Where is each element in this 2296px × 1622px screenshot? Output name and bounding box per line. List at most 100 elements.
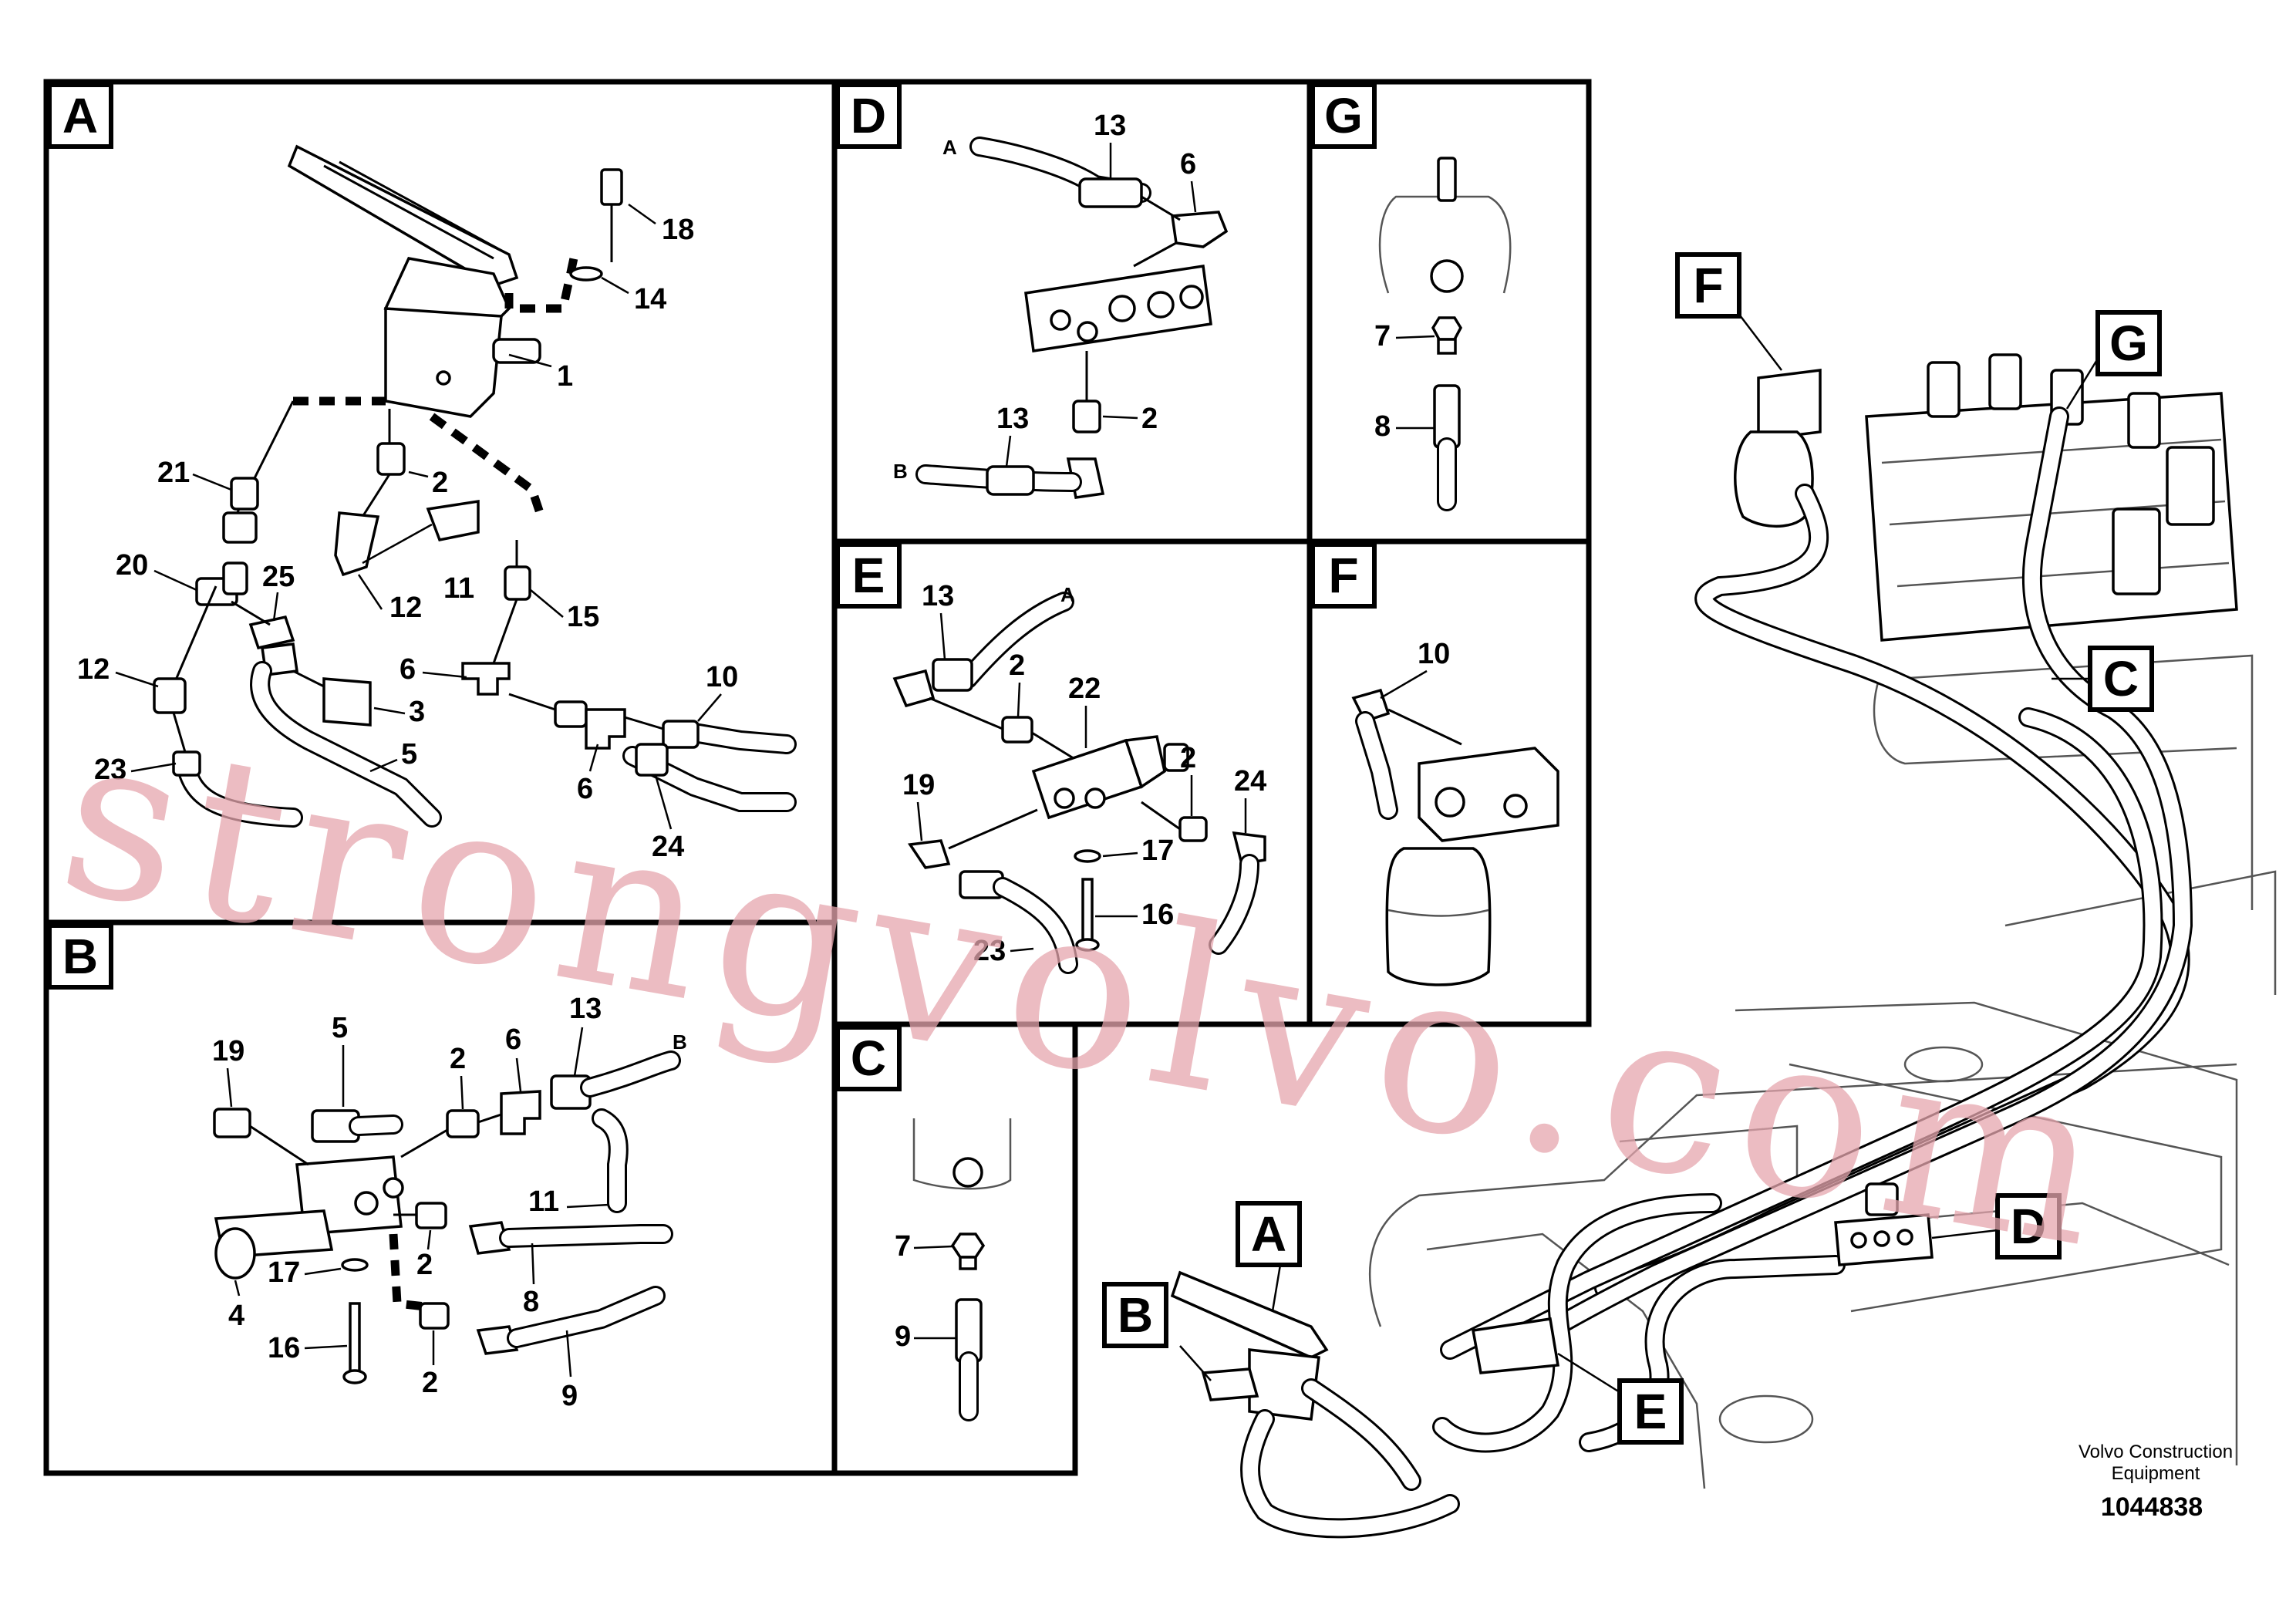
ref-a-e: A [1060,583,1075,606]
manifold-e-overview [1471,1317,1560,1374]
callout-13-d-bottom: 13 [996,403,1029,435]
callout-16-e: 16 [1141,899,1174,931]
footer-drawing-number: 1044838 [2101,1492,2203,1522]
callout-2: 2 [432,467,448,499]
ref-b-d: B [893,460,908,483]
callout-2-b-bottom: 2 [422,1367,438,1399]
callout-4-b: 4 [228,1300,244,1332]
panel-d-callouts: A 13 6 2 13 B [893,110,1197,483]
callout-8-b: 8 [523,1286,539,1318]
callout-10: 10 [706,661,738,693]
panel-label-d: D [851,88,886,143]
callout-19-e: 19 [902,769,935,801]
panel-tag-g: G [1310,83,1377,149]
pedal-plate [287,144,519,287]
callout-25: 25 [262,561,295,593]
pedal-valve-body [384,307,503,418]
panel-c-drawing [912,1118,1012,1421]
overview-label-c: C [2103,651,2139,706]
panel-f-frame [1306,538,1592,1027]
callout-6-b: 6 [505,1023,521,1056]
callout-24-e: 24 [1234,765,1266,798]
panel-a-callouts: 18 14 1 21 2 11 12 20 25 15 12 23 3 6 5 … [77,214,738,863]
panel-label-f: F [1328,548,1358,603]
overview-tag-c: C [2088,646,2154,712]
panel-d-drawing [915,137,1229,499]
callout-6-left: 6 [400,653,416,686]
ref-a-d: A [942,136,957,159]
panel-g-drawing [1378,157,1512,511]
panel-label-e: E [852,548,885,603]
panel-f-drawing [1351,688,1559,986]
panel-label-a: A [62,88,98,143]
callout-9-b: 9 [561,1380,578,1412]
callout-6-right: 6 [577,773,593,805]
panel-f-callouts: 10 [1380,638,1450,700]
panel-e-drawing [892,592,1266,974]
callout-16-b: 16 [268,1332,300,1364]
callout-7-c: 7 [895,1230,911,1263]
overview-tag-f: F [1675,252,1741,319]
overview-tag-g: G [2095,310,2162,376]
panel-b-drawing [213,1050,681,1384]
callout-13-d-top: 13 [1094,110,1126,142]
valve-block-f [1418,747,1559,842]
callout-17-e: 17 [1141,835,1174,867]
callout-9-c: 9 [895,1320,911,1353]
panel-label-c: C [851,1030,886,1086]
callout-2-d: 2 [1141,403,1158,435]
callout-12-left: 12 [77,653,110,686]
overview-label-d: D [2011,1199,2046,1254]
ref-b: B [673,1030,687,1054]
overview-label-b: B [1118,1287,1153,1343]
callout-23-e: 23 [973,935,1006,967]
footer-company-line1: Volvo Construction [2079,1442,2233,1462]
callout-13-b: 13 [569,993,602,1025]
callout-12-upper: 12 [389,592,422,624]
callout-2-e-top: 2 [1009,649,1025,682]
pedal-overview [1170,1270,1329,1359]
callout-6-d: 6 [1180,148,1196,180]
overview-label-g: G [2109,315,2148,371]
callout-23: 23 [94,754,126,786]
callout-2-e-right: 2 [1180,742,1196,774]
callout-10-f: 10 [1418,638,1450,670]
callout-3: 3 [409,696,425,728]
callout-5-b: 5 [332,1012,348,1044]
callout-18: 18 [662,214,694,246]
panel-g-callouts: 7 8 [1374,320,1435,443]
panel-tag-b: B [47,923,113,990]
overview-label-e: E [1634,1384,1667,1439]
manifold-block-e [1031,738,1144,820]
callout-8-g: 8 [1374,410,1391,443]
overview-tag-a: A [1236,1201,1302,1267]
callout-11-b: 11 [528,1185,559,1218]
callout-22-e: 22 [1068,673,1101,705]
callout-7-g: 7 [1374,320,1391,352]
panel-label-g: G [1324,88,1363,143]
overview-tag-b: B [1102,1282,1168,1348]
panel-c-frame [831,1021,1078,1476]
callout-20: 20 [116,549,148,582]
panel-tag-f: F [1310,542,1377,609]
callout-2-b-mid: 2 [416,1249,433,1281]
callout-24-a: 24 [652,831,684,863]
overview-tag-d: D [1995,1193,2062,1259]
panel-e-callouts: 13 A 2 22 2 24 19 17 16 23 [902,580,1266,967]
callout-2-b-top: 2 [450,1043,466,1075]
panel-b-callouts: 19 5 2 6 13 B 11 4 17 2 8 16 2 9 [212,993,687,1412]
overview-label-f: F [1693,258,1723,313]
overview-label-a: A [1251,1206,1286,1262]
footer-company-line2: Equipment [2112,1463,2200,1484]
panel-tag-a: A [47,83,113,149]
callout-13-e: 13 [922,580,954,612]
callout-14: 14 [634,283,666,315]
callout-15: 15 [567,601,599,633]
callout-5: 5 [401,738,417,771]
panel-c-callouts: 7 9 [895,1230,956,1353]
panel-tag-c: C [835,1025,902,1091]
callout-17-b: 17 [268,1256,300,1289]
callout-1: 1 [557,360,573,393]
callout-21: 21 [157,457,190,489]
